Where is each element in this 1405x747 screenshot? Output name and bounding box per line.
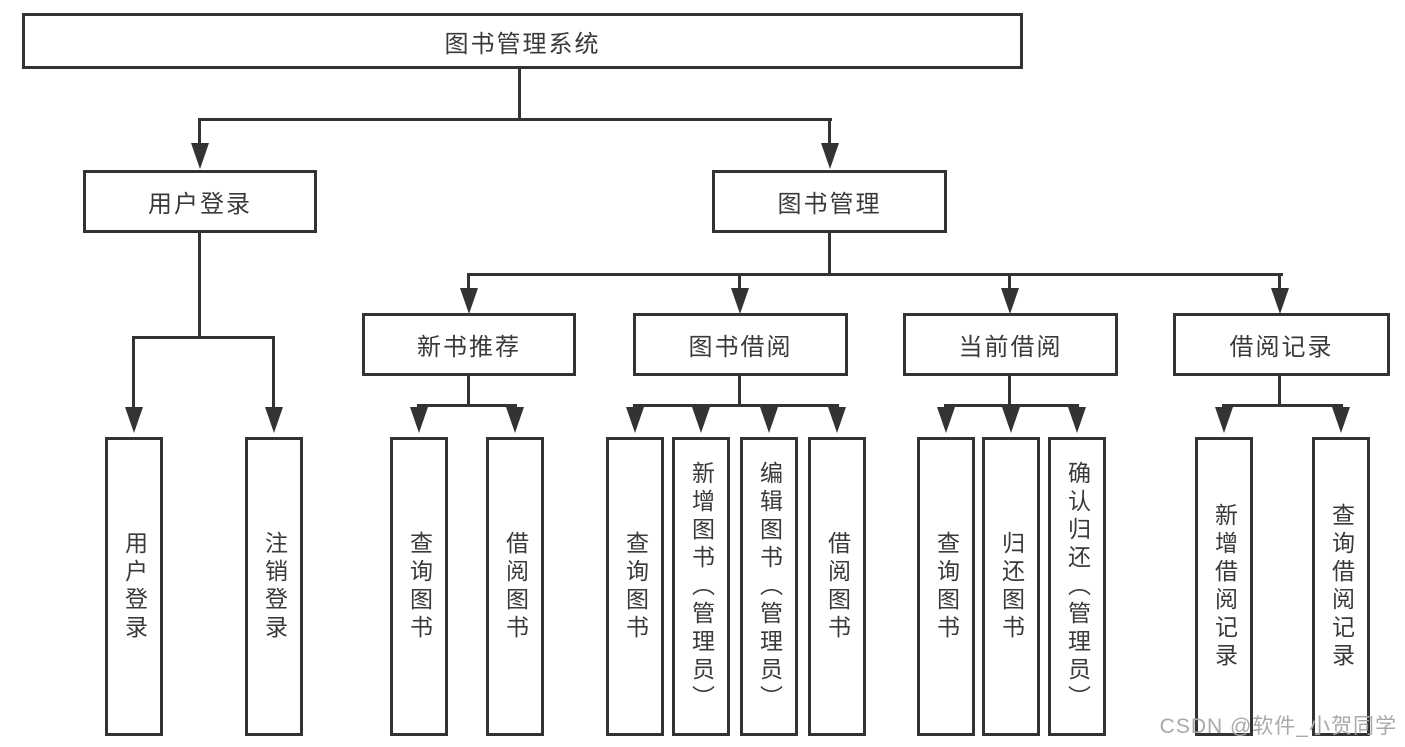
arrowhead-down <box>191 143 209 169</box>
arrowhead-down <box>460 288 478 314</box>
leaf-add-books-admin: 新增图书（管理员） <box>672 437 730 736</box>
leaf-edit-books-admin: 编辑图书（管理员） <box>740 437 798 736</box>
connector-drop <box>467 275 470 290</box>
leaf-query-books-current: 查询图书 <box>917 437 975 736</box>
connector-level2-junction <box>198 118 832 121</box>
connector-drop <box>1278 275 1281 290</box>
leaf-user-login: 用户登录 <box>105 437 163 736</box>
connector-drop <box>272 338 275 409</box>
node-label: 图书管理 <box>777 191 882 218</box>
leaf-borrow-books-recommend: 借阅图书 <box>486 437 544 736</box>
arrowhead-down <box>1271 288 1289 314</box>
node-label: 借阅记录 <box>1229 334 1334 361</box>
leaf-label: 编辑图书（管理员） <box>756 460 783 713</box>
connector-bookmgmt-stem <box>828 232 831 276</box>
leaf-label: 借阅图书 <box>824 530 851 643</box>
connector-userlogin-junction <box>132 336 275 339</box>
node-book-management: 图书管理 <box>712 170 947 233</box>
arrowhead-down <box>937 407 955 433</box>
node-label: 用户登录 <box>148 191 252 218</box>
connector-junction <box>1222 404 1343 407</box>
arrowhead-down <box>1002 407 1020 433</box>
arrowhead-down <box>626 407 644 433</box>
connector-stem <box>1008 375 1011 407</box>
arrowhead-down <box>821 143 839 169</box>
connector-userlogin-stem <box>198 232 201 338</box>
connector-stem <box>467 375 470 407</box>
leaf-query-books-borrowing: 查询图书 <box>606 437 664 736</box>
connector-junction <box>417 404 517 407</box>
leaf-return-books: 归还图书 <box>982 437 1040 736</box>
arrowhead-down <box>1068 407 1086 433</box>
node-borrowing-records: 借阅记录 <box>1173 313 1390 376</box>
arrowhead-down <box>506 407 524 433</box>
connector-stem <box>738 375 741 407</box>
leaf-label: 新增借阅记录 <box>1211 502 1238 671</box>
connector-drop <box>1008 275 1011 290</box>
connector-drop <box>198 120 201 144</box>
arrowhead-down <box>125 407 143 433</box>
leaf-label: 归还图书 <box>998 530 1025 643</box>
node-user-login: 用户登录 <box>83 170 317 233</box>
arrowhead-down <box>828 407 846 433</box>
node-current-borrowing: 当前借阅 <box>903 313 1118 376</box>
leaf-label: 确认归还（管理员） <box>1064 460 1091 713</box>
connector-drop <box>132 338 135 409</box>
node-label: 图书管理系统 <box>444 30 601 58</box>
leaf-query-borrow-record: 查询借阅记录 <box>1312 437 1370 736</box>
connector-level3-junction <box>467 273 1283 276</box>
arrowhead-down <box>265 407 283 433</box>
leaf-logout: 注销登录 <box>245 437 303 736</box>
arrowhead-down <box>1332 407 1350 433</box>
connector-junction <box>944 404 1079 407</box>
arrowhead-down <box>1215 407 1233 433</box>
connector-drop <box>738 275 741 290</box>
leaf-confirm-return-admin: 确认归还（管理员） <box>1048 437 1106 736</box>
csdn-watermark: CSDN @软件_小贺同学 <box>1159 715 1397 738</box>
leaf-label: 查询图书 <box>406 530 433 643</box>
leaf-label: 借阅图书 <box>502 530 529 643</box>
leaf-label: 查询图书 <box>933 530 960 643</box>
arrowhead-down <box>760 407 778 433</box>
node-label: 图书借阅 <box>688 334 793 361</box>
connector-junction <box>633 404 839 407</box>
leaf-query-books-recommend: 查询图书 <box>390 437 448 736</box>
node-book-borrowing: 图书借阅 <box>633 313 848 376</box>
leaf-label: 注销登录 <box>261 530 288 643</box>
arrowhead-down <box>731 288 749 314</box>
arrowhead-down <box>1001 288 1019 314</box>
leaf-add-borrow-record: 新增借阅记录 <box>1195 437 1253 736</box>
leaf-borrow-books-borrowing: 借阅图书 <box>808 437 866 736</box>
node-label: 新书推荐 <box>417 334 521 361</box>
node-label: 当前借阅 <box>958 334 1063 361</box>
leaf-label: 查询借阅记录 <box>1328 502 1355 671</box>
leaf-label: 新增图书（管理员） <box>688 460 715 713</box>
connector-drop <box>828 120 831 144</box>
arrowhead-down <box>692 407 710 433</box>
connector-root-stem <box>518 68 521 120</box>
leaf-label: 用户登录 <box>121 530 148 643</box>
connector-stem <box>1278 375 1281 407</box>
arrowhead-down <box>410 407 428 433</box>
leaf-label: 查询图书 <box>622 530 649 643</box>
node-library-system: 图书管理系统 <box>22 13 1023 69</box>
node-new-book-recommend: 新书推荐 <box>362 313 576 376</box>
